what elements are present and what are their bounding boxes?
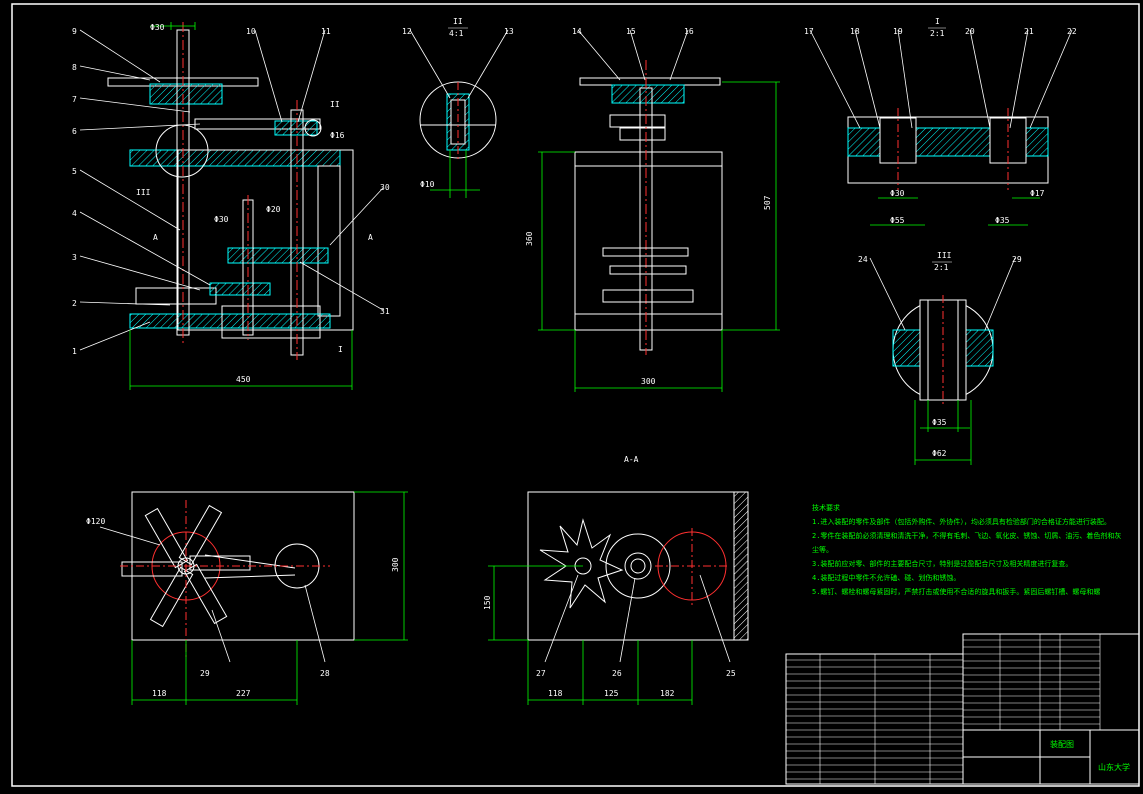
dim-plan-a-1: 118 <box>152 689 167 698</box>
detail-view-i <box>809 29 1073 226</box>
part-label-29: 29 <box>200 669 210 678</box>
part-label-6: 6 <box>72 127 77 136</box>
part-label-19: 19 <box>893 27 903 36</box>
section-mark-a-right: A <box>368 233 373 242</box>
dim-side-height-inner: 360 <box>525 231 534 246</box>
detail-iii-scale: 2:1 <box>934 263 949 272</box>
part-label-26: 26 <box>612 669 622 678</box>
part-label-4: 4 <box>72 209 77 218</box>
part-label-28: 28 <box>320 669 330 678</box>
part-label-31: 31 <box>380 307 390 316</box>
dim-detail3-d30: Φ30 <box>890 189 905 198</box>
part-label-21: 21 <box>1024 27 1034 36</box>
part-label-13: 13 <box>504 27 514 36</box>
section-mark-a-left: A <box>153 233 158 242</box>
part-label-30: 30 <box>380 183 390 192</box>
dim-plan-a-height: 300 <box>391 557 400 572</box>
detail-mark-iii: III <box>136 188 151 197</box>
part-label-3: 3 <box>72 253 77 262</box>
dim-plan-a-diameter: Φ120 <box>86 517 105 526</box>
part-label-17: 17 <box>804 27 814 36</box>
section-mark-front: I <box>338 345 343 354</box>
part-label-11: 11 <box>321 27 331 36</box>
part-label-12: 12 <box>402 27 412 36</box>
part-label-15: 15 <box>626 27 636 36</box>
part-label-7: 7 <box>72 95 77 104</box>
detail-view-ii <box>409 29 509 198</box>
section-label: A-A <box>624 455 639 464</box>
dim-plan-b-2: 125 <box>604 689 619 698</box>
notes-line-5: 4.装配过程中零件不允许磕、碰、划伤和锈蚀。 <box>812 573 960 582</box>
part-label-22: 22 <box>1067 27 1077 36</box>
sheet-border <box>11 3 1140 787</box>
title-school: 山东大学 <box>1098 762 1130 772</box>
part-label-5: 5 <box>72 167 77 176</box>
detail-ii-scale: 4:1 <box>449 29 464 38</box>
dim-plan-a-2: 227 <box>236 689 251 698</box>
dim-plan-b-1: 118 <box>548 689 563 698</box>
part-label-14: 14 <box>572 27 582 36</box>
notes-line-3: 尘等。 <box>812 545 833 554</box>
part-label-24: 24 <box>858 255 868 264</box>
dimension-texts: 450 300 360 507 118 227 300 Φ120 118 125… <box>86 23 1045 698</box>
part-label-2: 2 <box>72 299 77 308</box>
technical-notes: 技术要求 1.进入装配的零件及部件（包括外购件、外协件），均必须具有检验部门的合… <box>812 503 1121 596</box>
notes-title: 技术要求 <box>812 503 840 512</box>
notes-line-1: 1.进入装配的零件及部件（包括外购件、外协件），均必须具有检验部门的合格证方能进… <box>812 517 1111 526</box>
dim-plan-b-3: 182 <box>660 689 675 698</box>
part-label-8: 8 <box>72 63 77 72</box>
part-label-18: 18 <box>850 27 860 36</box>
title-block <box>785 633 1140 785</box>
notes-line-4: 3.装配前应对零、部件的主要配合尺寸，特别是过盈配合尺寸及相关精度进行复查。 <box>812 559 1072 568</box>
plan-view-left <box>99 491 408 705</box>
detail-ii-name: II <box>453 17 463 26</box>
notes-line-2: 2.零件在装配前必须清理和清洗干净，不得有毛刺、飞边、氧化皮、锈蚀、切屑、油污、… <box>812 531 1121 540</box>
dim-plan-b-height: 150 <box>483 595 492 610</box>
title-drawing-name: 装配图 <box>1050 739 1074 749</box>
part-label-29-detail: 29 <box>1012 255 1022 264</box>
dim-side-height-total: 507 <box>763 195 772 210</box>
dim-shaft-d20: Φ20 <box>266 205 281 214</box>
plan-view-right <box>488 491 749 705</box>
dim-front-width: 450 <box>236 375 251 384</box>
dim-detail2-d10: Φ10 <box>420 180 435 189</box>
front-view <box>79 22 384 390</box>
part-label-20: 20 <box>965 27 975 36</box>
dim-shaft-d16: Φ16 <box>330 131 345 140</box>
detail-iii-name: III <box>937 251 952 260</box>
dim-detail3-d35: Φ35 <box>995 216 1010 225</box>
part-label-9: 9 <box>72 27 77 36</box>
part-label-16: 16 <box>684 27 694 36</box>
dim-detail4-d35: Φ35 <box>932 418 947 427</box>
view-annotations: II 4:1 I 2:1 III 2:1 I A-A A A II III <box>136 17 952 464</box>
dim-detail4-d62: Φ62 <box>932 449 947 458</box>
part-label-25: 25 <box>726 669 736 678</box>
notes-line-6: 5.螺钉、螺栓和螺母紧固时，严禁打击或使用不合适的旋具和扳手。紧固后螺钉槽、螺母… <box>812 587 1100 596</box>
part-label-27: 27 <box>536 669 546 678</box>
part-label-10: 10 <box>246 27 256 36</box>
detail-mark-ii: II <box>330 100 340 109</box>
dim-side-width: 300 <box>641 377 656 386</box>
dim-shaft-d30-mid: Φ30 <box>214 215 229 224</box>
dim-detail3-d55: Φ55 <box>890 216 905 225</box>
detail-i-scale: 2:1 <box>930 29 945 38</box>
side-view <box>538 29 780 392</box>
dim-shaft-d30-top: Φ30 <box>150 23 165 32</box>
detail-i-name: I <box>935 17 940 26</box>
dim-detail3-d17: Φ17 <box>1030 189 1045 198</box>
detail-view-iii <box>869 257 1016 465</box>
part-label-1: 1 <box>72 347 77 356</box>
